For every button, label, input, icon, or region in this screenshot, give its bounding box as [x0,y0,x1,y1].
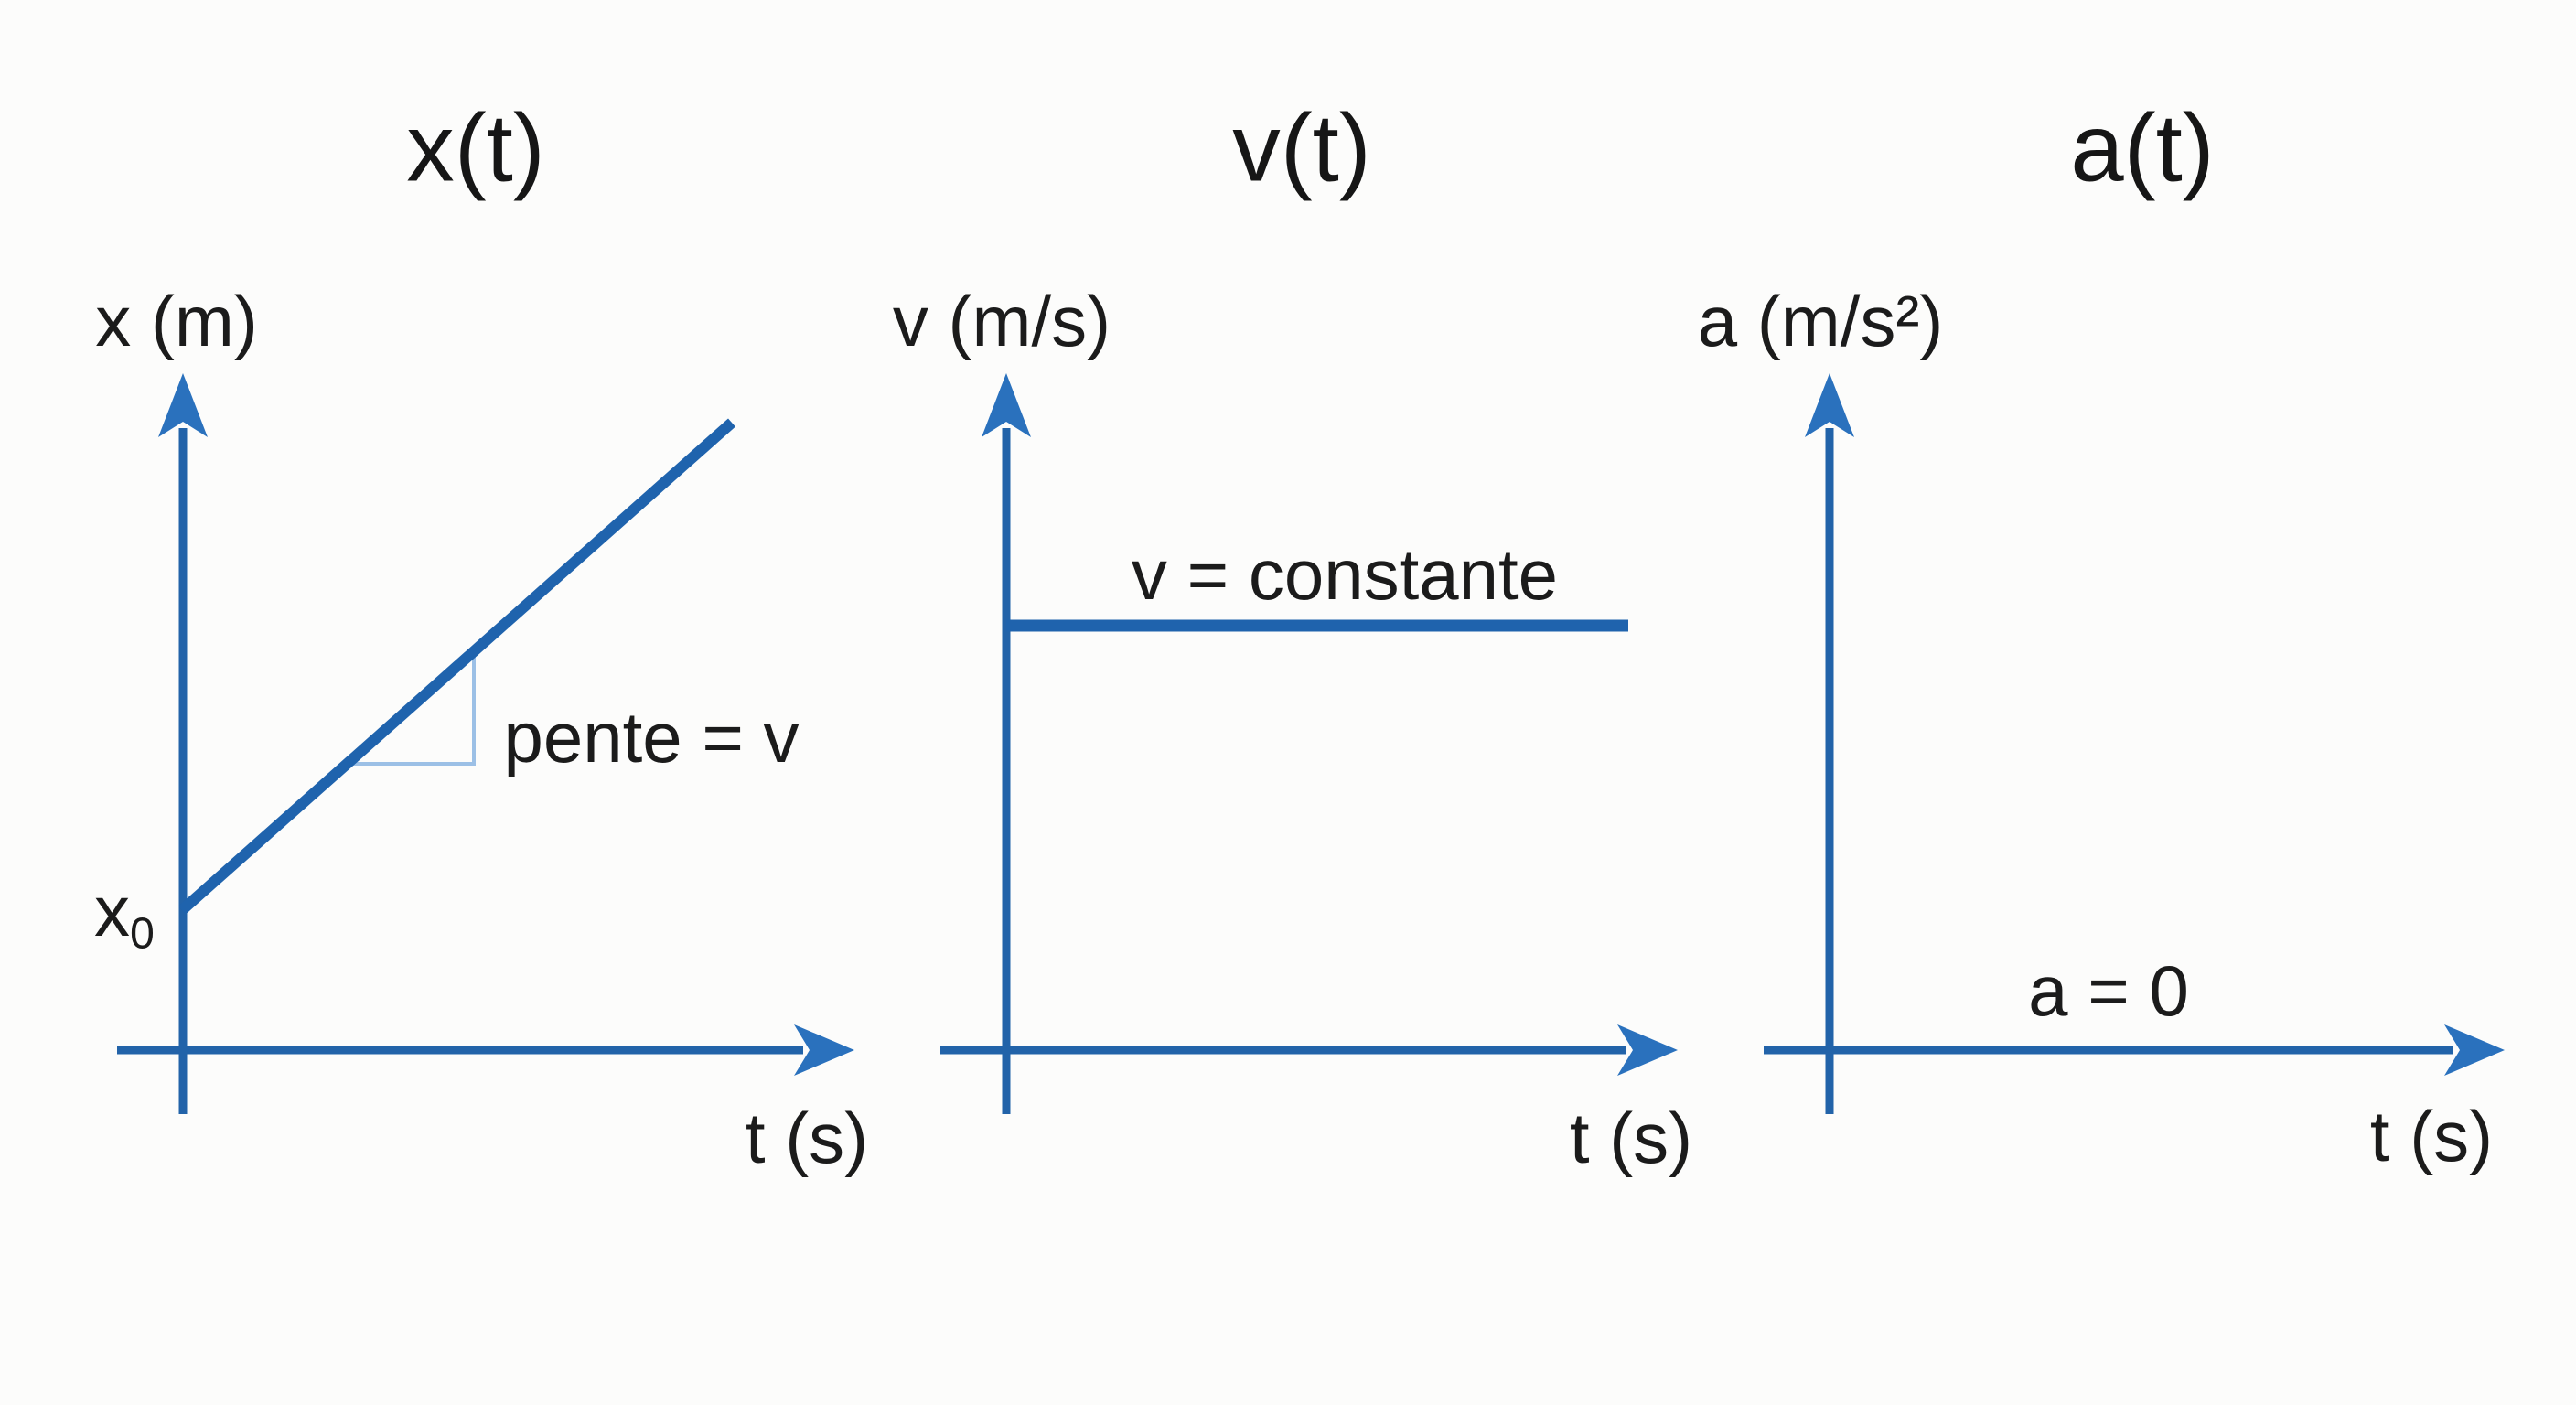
at-t-axis-label: t (s) [2369,1096,2494,1176]
xt-t-axis-arrow-icon [794,1024,854,1076]
at-zero-label: a = 0 [2028,950,2189,1031]
vt-t-axis-label: t (s) [1569,1098,1693,1178]
vt-graph [940,373,1678,1114]
xt-slope-label: pente = v [503,697,800,778]
at-y-axis-arrow-icon [1805,373,1854,437]
vt-constant-label: v = constante [1131,534,1559,615]
at-graph [1764,373,2505,1114]
xt-y-axis-label: x (m) [95,281,258,361]
vt-y-axis-arrow-icon [982,373,1031,437]
at-y-axis-label: a (m/s²) [1697,281,1944,361]
xt-graph [117,373,854,1114]
vt-t-axis-arrow-icon [1617,1024,1678,1076]
xt-y-axis-arrow-icon [158,373,208,437]
vt-title: v(t) [1232,94,1371,202]
xt-t-axis-label: t (s) [745,1098,869,1178]
xt-intercept-base: x [94,871,131,952]
xt-intercept-label: x0 [94,875,155,956]
xt-intercept-subscript: 0 [130,908,155,959]
xt-title: x(t) [406,94,545,202]
vt-y-axis-label: v (m/s) [892,281,1111,361]
at-title: a(t) [2070,94,2215,202]
at-t-axis-arrow-icon [2444,1024,2505,1076]
xt-position-line [178,418,735,915]
